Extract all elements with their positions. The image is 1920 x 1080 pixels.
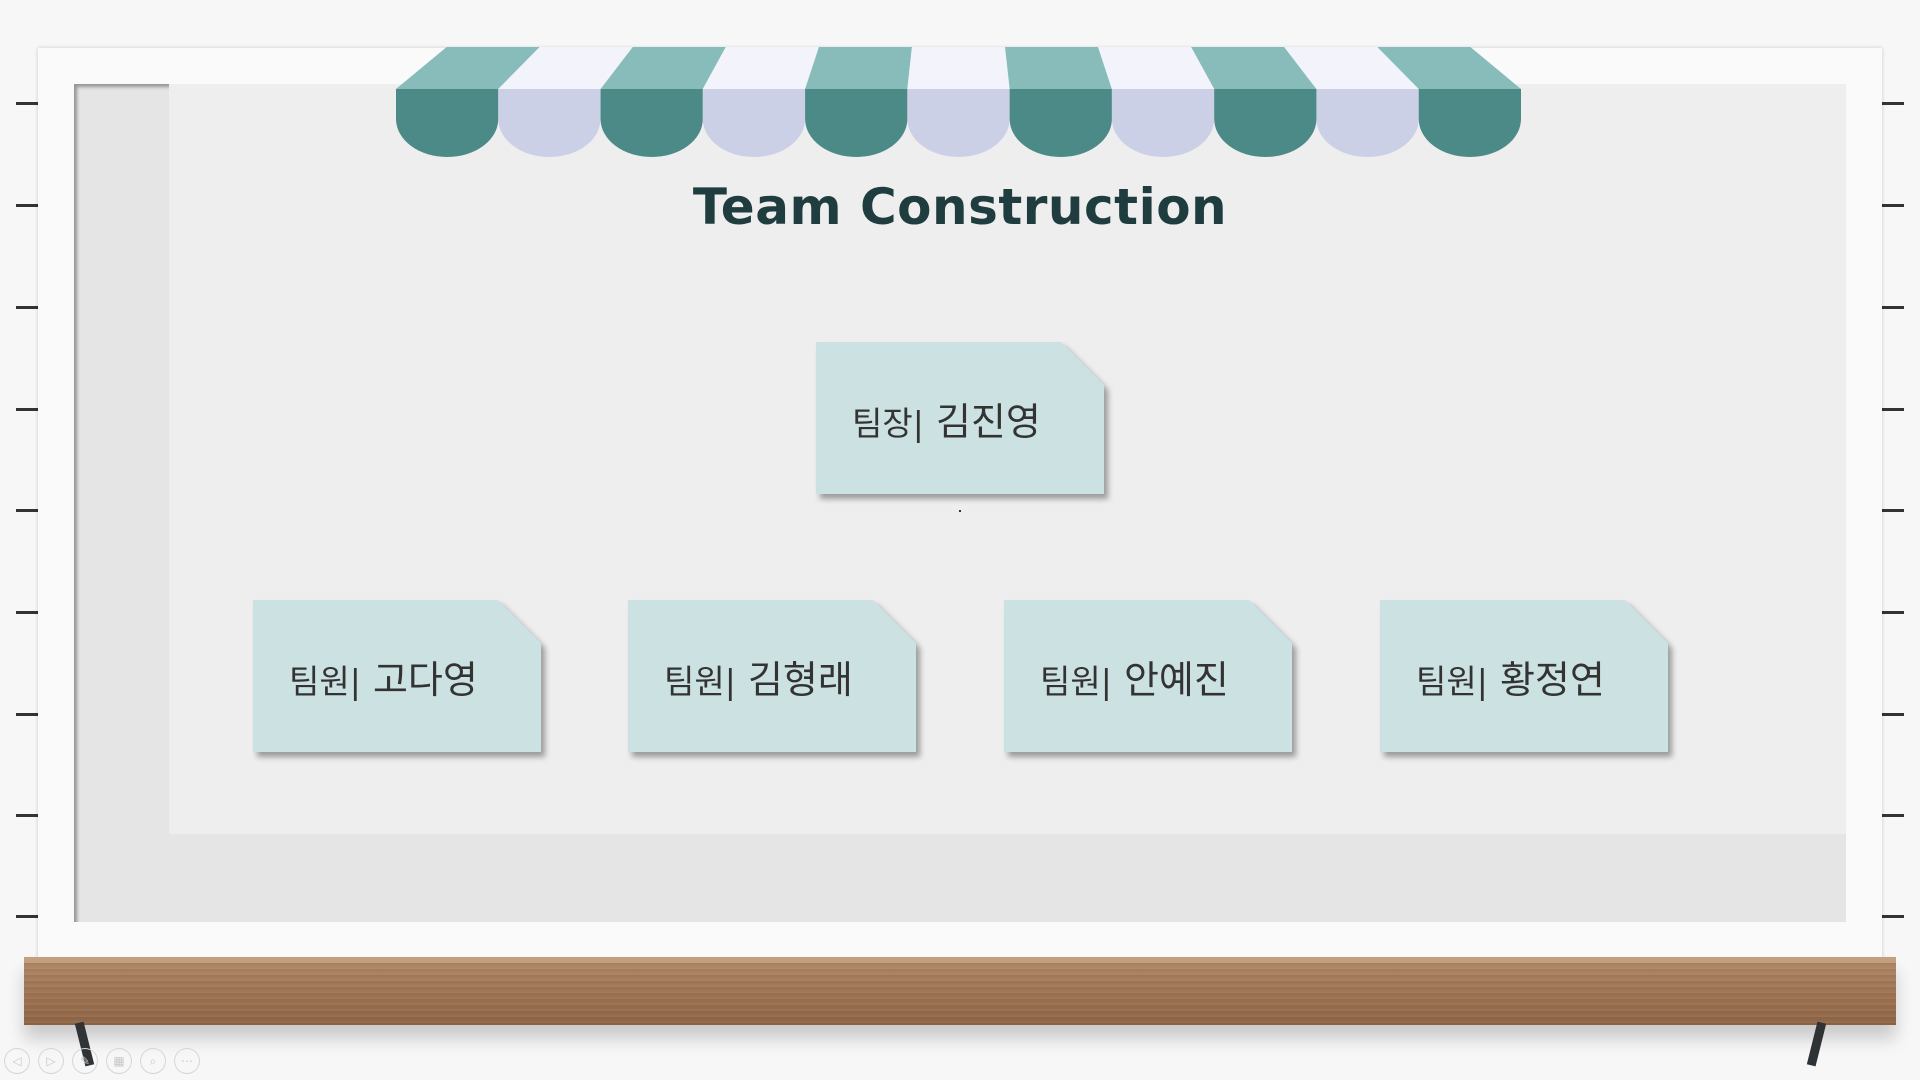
tick-mark	[1882, 204, 1904, 207]
separator: |	[349, 661, 361, 701]
slides-grid-icon[interactable]: ▦	[106, 1048, 132, 1074]
awning-scallop	[498, 89, 601, 157]
member-card: 팀원| 고다영	[253, 600, 541, 752]
awning-stripe	[1284, 47, 1419, 89]
separator: |	[1476, 661, 1488, 701]
member-label: 팀원| 고다영	[289, 649, 478, 704]
separator: |	[1100, 661, 1112, 701]
awning-stripe	[1098, 47, 1215, 89]
pen-icon[interactable]: ✎	[72, 1048, 98, 1074]
awning-scallop	[702, 89, 806, 157]
leader-name: 김진영	[935, 399, 1041, 444]
wooden-shelf	[24, 957, 1896, 1025]
left-tick-marks	[16, 0, 38, 1080]
leader-card: 팀장| 김진영	[816, 342, 1104, 494]
tick-mark	[1882, 102, 1904, 105]
awning-stripe	[1377, 47, 1521, 89]
member-name: 안예진	[1123, 657, 1229, 702]
tick-mark	[1882, 713, 1904, 716]
member-label: 팀원| 김형래	[664, 649, 853, 704]
awning-stripe	[396, 47, 540, 89]
tick-mark	[16, 204, 38, 207]
separator: |	[912, 403, 924, 443]
member-card-body: 팀원| 김형래	[628, 600, 916, 752]
tick-mark	[1882, 306, 1904, 309]
awning-scallop	[1418, 89, 1521, 157]
member-name: 고다영	[372, 657, 478, 702]
member-role: 팀원	[1040, 661, 1101, 701]
awning-scallop	[1009, 89, 1112, 158]
awning-stripe	[1191, 47, 1317, 89]
tick-mark	[16, 713, 38, 716]
member-card-body: 팀원| 안예진	[1004, 600, 1292, 752]
awning-decoration	[396, 47, 1521, 158]
awning-stripe	[805, 47, 912, 89]
awning-scallop	[1111, 89, 1215, 157]
shelf-top-edge	[24, 957, 1896, 963]
member-label: 팀원| 황정연	[1416, 649, 1605, 704]
member-card-body: 팀원| 황정연	[1380, 600, 1668, 752]
previous-slide-icon[interactable]: ◁	[4, 1048, 30, 1074]
separator: |	[724, 661, 736, 701]
right-tick-marks	[1882, 0, 1904, 1080]
more-options-icon[interactable]: ⋯	[174, 1048, 200, 1074]
awning-stripe	[702, 47, 819, 89]
tick-mark	[16, 814, 38, 817]
awning-scallop	[805, 89, 908, 157]
awning-scallop	[396, 89, 499, 157]
tick-mark	[16, 102, 38, 105]
awning-stripe	[1005, 47, 1112, 89]
tick-mark	[1882, 408, 1904, 411]
member-card: 팀원| 안예진	[1004, 600, 1292, 752]
leader-card-body: 팀장| 김진영	[816, 342, 1104, 494]
awning-stripe	[498, 47, 633, 89]
awning-scallop	[600, 89, 703, 157]
awning-stripe	[907, 47, 1010, 89]
shelf-leg-right	[1806, 1021, 1827, 1067]
awning-scallop	[907, 89, 1010, 157]
member-label: 팀원| 안예진	[1040, 649, 1229, 704]
awning-stripe	[600, 47, 726, 89]
next-slide-icon[interactable]: ▷	[38, 1048, 64, 1074]
tick-mark	[1882, 915, 1904, 918]
tick-mark	[16, 306, 38, 309]
tick-mark	[1882, 814, 1904, 817]
tick-mark	[16, 509, 38, 512]
member-name: 김형래	[747, 657, 853, 702]
tick-mark	[16, 611, 38, 614]
tick-mark	[1882, 509, 1904, 512]
presentation-toolbar: ◁ ▷ ✎ ▦ ⌕ ⋯	[4, 1048, 200, 1074]
slide-title: Team Construction	[692, 178, 1228, 236]
member-role: 팀원	[664, 661, 725, 701]
zoom-icon[interactable]: ⌕	[140, 1048, 166, 1074]
leader-label: 팀장| 김진영	[852, 391, 1041, 446]
leader-role: 팀장	[852, 403, 913, 443]
member-card: 팀원| 김형래	[628, 600, 916, 752]
member-role: 팀원	[289, 661, 350, 701]
awning-scallop	[1214, 89, 1317, 157]
connector-dot	[959, 510, 961, 512]
tick-mark	[1882, 611, 1904, 614]
member-name: 황정연	[1499, 657, 1605, 702]
member-card-body: 팀원| 고다영	[253, 600, 541, 752]
tick-mark	[16, 408, 38, 411]
tick-mark	[16, 915, 38, 918]
awning-scallop	[1316, 89, 1419, 158]
member-role: 팀원	[1416, 661, 1477, 701]
member-card: 팀원| 황정연	[1380, 600, 1668, 752]
